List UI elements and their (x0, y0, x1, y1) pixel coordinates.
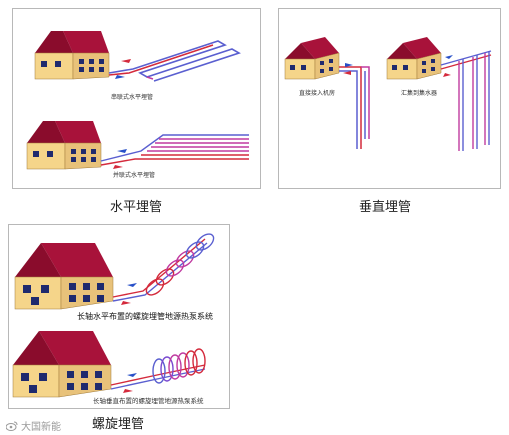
collector-label: 汇集到集水器 (401, 89, 437, 97)
house-top (34, 31, 110, 80)
parallel-loop-pipes (100, 134, 249, 166)
flow-arrow (121, 283, 137, 305)
spiral-pipe-diagram: 长轴水平布置的螺旋埋管地源热泵系统 (12, 233, 215, 405)
direct-connection-label: 直接接入机房 (299, 89, 335, 97)
spiral-coil-horizontal (112, 233, 215, 302)
flow-arrow (123, 373, 137, 393)
flow-arrow (115, 59, 131, 79)
vertical-caption: 垂直埋管 (359, 200, 412, 215)
vertical-pipes-right (440, 50, 492, 151)
house-right (386, 37, 442, 80)
spiral-coil-vertical (110, 348, 206, 390)
vertical-pipes-left (339, 66, 370, 149)
spiral-vertical-label: 长轴垂直布置的螺旋埋管地源热泵系统 (93, 396, 204, 405)
vertical-pipe-diagram: 直接接入机房 汇集到集水器 (284, 37, 492, 151)
flow-arrow (443, 55, 453, 77)
spiral-pipe-panel: 长轴水平布置的螺旋埋管地源热泵系统 (8, 224, 230, 409)
house-bottom (26, 121, 102, 170)
watermark: 大国新能 (6, 418, 61, 433)
spiral-caption: 螺旋埋管 (92, 417, 145, 432)
weibo-logo-icon (6, 421, 18, 431)
spiral-horizontal-label: 长轴水平布置的螺旋埋管地源热泵系统 (77, 311, 213, 321)
house-spiral-bottom (12, 331, 112, 398)
flow-arrow (113, 149, 127, 169)
horizontal-pipe-panel: 串联式水平埋管 (12, 8, 261, 189)
parallel-label: 并联式水平埋管 (113, 171, 155, 179)
horizontal-caption: 水平埋管 (110, 200, 163, 215)
series-loop-pipes (108, 40, 241, 82)
flow-arrow (343, 63, 353, 75)
house-spiral-top (14, 243, 114, 310)
series-label: 串联式水平埋管 (111, 93, 153, 101)
horizontal-pipe-diagram: 串联式水平埋管 (26, 31, 249, 179)
watermark-text: 大国新能 (21, 422, 61, 433)
vertical-pipe-panel: 直接接入机房 汇集到集水器 (278, 8, 501, 189)
house-left (284, 37, 340, 80)
